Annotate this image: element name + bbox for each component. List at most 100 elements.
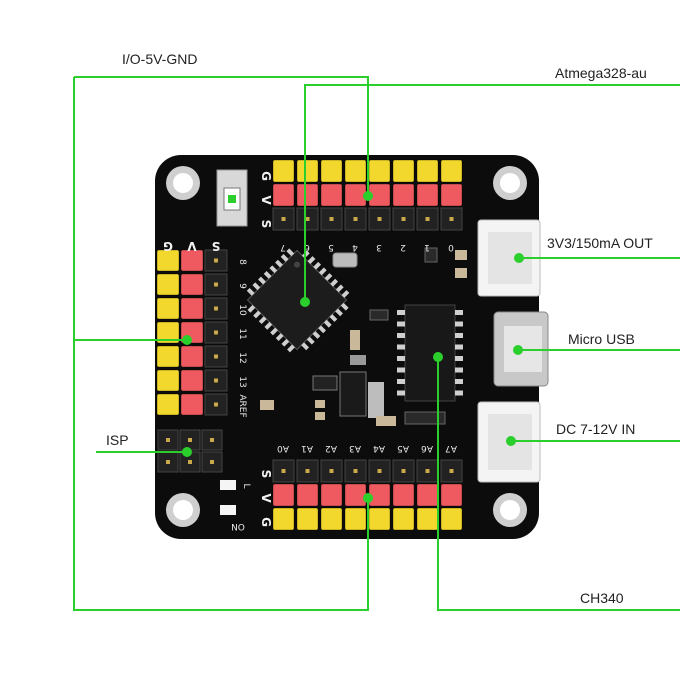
- silk-top-digit-2: 2: [400, 242, 406, 252]
- chip-pin: [318, 267, 327, 276]
- chip-pin: [275, 259, 283, 268]
- silk-top-row-V: V: [259, 195, 273, 205]
- top-pin-yellow: [272, 159, 295, 183]
- ch340-pins: [397, 310, 463, 396]
- bottom-pin-yellow: [416, 507, 439, 531]
- jst-connector-dc-in: [477, 401, 541, 483]
- label-micro-usb: Micro USB: [568, 331, 635, 347]
- ch340-pin: [397, 310, 405, 315]
- silk-top-digit-6: 6: [304, 242, 310, 252]
- isp-pin-tip: [166, 460, 170, 464]
- top-pin-red: [392, 183, 415, 207]
- left-pin-red: [180, 249, 204, 272]
- silk-left-digit-11: 11: [237, 328, 247, 339]
- mount-hole-top-left: [166, 166, 200, 200]
- chip-pin: [323, 319, 332, 328]
- top-pin-yellow: [296, 159, 319, 183]
- bottom-pin-black-tip: [305, 469, 310, 473]
- top-pin-red: [440, 183, 463, 207]
- bottom-pin-black-tip: [401, 469, 406, 473]
- top-pin-red: [272, 183, 295, 207]
- chip-pins: [246, 248, 350, 353]
- top-pin-red: [344, 183, 367, 207]
- bottom-pin-red: [272, 483, 295, 507]
- ch340-pin: [397, 344, 405, 350]
- chip-pin: [275, 333, 284, 342]
- silk-left-digit-9: 9: [237, 283, 247, 289]
- top-pin-black-tip: [305, 217, 310, 221]
- top-pin-yellow: [368, 159, 391, 183]
- silk-left-col-S: S: [212, 239, 221, 253]
- silk-analog-A7: A7: [445, 443, 457, 453]
- left-pin-headers: [156, 249, 228, 416]
- left-pin-yellow: [156, 297, 180, 320]
- label-io-5v-gnd: I/O-5V-GND: [122, 51, 197, 67]
- silk-analog-A2: A2: [325, 443, 337, 453]
- label-dc-in: DC 7-12V IN: [556, 421, 635, 437]
- isp-pin-tip: [188, 438, 192, 442]
- left-pin-yellow: [156, 273, 180, 296]
- ch340-pin: [455, 390, 463, 396]
- left-pin-black-tip: [214, 306, 218, 311]
- bottom-pin-red: [392, 483, 415, 507]
- mount-hole-bottom-right: [493, 493, 527, 527]
- mount-hole-top-right: [493, 166, 527, 200]
- ch340-pin: [455, 344, 463, 350]
- ch340-pin: [455, 367, 463, 373]
- chip-pin: [329, 314, 338, 322]
- top-pin-yellow: [440, 159, 463, 183]
- top-pin-yellow: [392, 159, 415, 183]
- callout-leads: [73, 76, 680, 611]
- chip-pin: [269, 265, 278, 274]
- chip-pin: [340, 302, 349, 311]
- silk-top-row-G: G: [259, 171, 273, 181]
- ch340-pin: [397, 390, 405, 396]
- top-pin-red: [320, 183, 343, 207]
- bottom-pin-yellow: [368, 507, 391, 531]
- bottom-pin-yellow: [344, 507, 367, 531]
- left-pin-yellow: [156, 249, 180, 272]
- ch340-pin: [455, 356, 463, 361]
- silk-bottom-row-G: G: [259, 517, 273, 527]
- bottom-pin-black-tip: [281, 469, 286, 473]
- ch340-pin: [397, 333, 405, 338]
- bottom-pin-black-tip: [449, 469, 454, 473]
- bottom-pin-yellow: [440, 507, 463, 531]
- chip-pin: [318, 325, 326, 334]
- chip-pin: [335, 308, 343, 317]
- left-pin-black-tip: [214, 378, 218, 383]
- top-pin-yellow: [344, 159, 367, 183]
- silk-bottom-row-S: S: [259, 470, 273, 479]
- ch340-pin: [455, 321, 463, 327]
- ch340-chip: [397, 304, 463, 402]
- top-pin-black-tip: [281, 217, 286, 221]
- top-pin-red: [416, 183, 439, 207]
- chip-pin: [270, 327, 278, 336]
- silk-left-col-V: V: [187, 239, 197, 253]
- chip-pin: [286, 248, 295, 257]
- top-pin-black-tip: [329, 217, 334, 221]
- left-pin-black-tip: [214, 354, 218, 359]
- bottom-pin-yellow: [392, 507, 415, 531]
- silk-top-digit-0: 0: [448, 242, 454, 252]
- chip-pin: [258, 316, 267, 325]
- isp-pin-header: [157, 429, 223, 473]
- silk-left-digit-8: 8: [237, 259, 247, 265]
- left-pin-black-tip: [214, 402, 218, 407]
- silk-bottom-row-V: V: [259, 493, 273, 503]
- mount-hole-bottom-left: [166, 493, 200, 527]
- silk-left-digit-12: 12: [237, 352, 247, 363]
- top-pin-black-tip: [377, 217, 382, 221]
- silk-top-digit-1: 1: [424, 242, 430, 252]
- silk-top-row-S: S: [259, 220, 273, 229]
- silk-left-digit-10: 10: [237, 304, 247, 316]
- ch340-pin: [455, 333, 463, 338]
- bottom-pin-black-tip: [329, 469, 334, 473]
- bottom-pin-black-tip: [353, 469, 358, 473]
- chip-pin: [324, 273, 333, 281]
- silk-left-col-G: G: [163, 239, 173, 253]
- chip-pin: [246, 287, 255, 296]
